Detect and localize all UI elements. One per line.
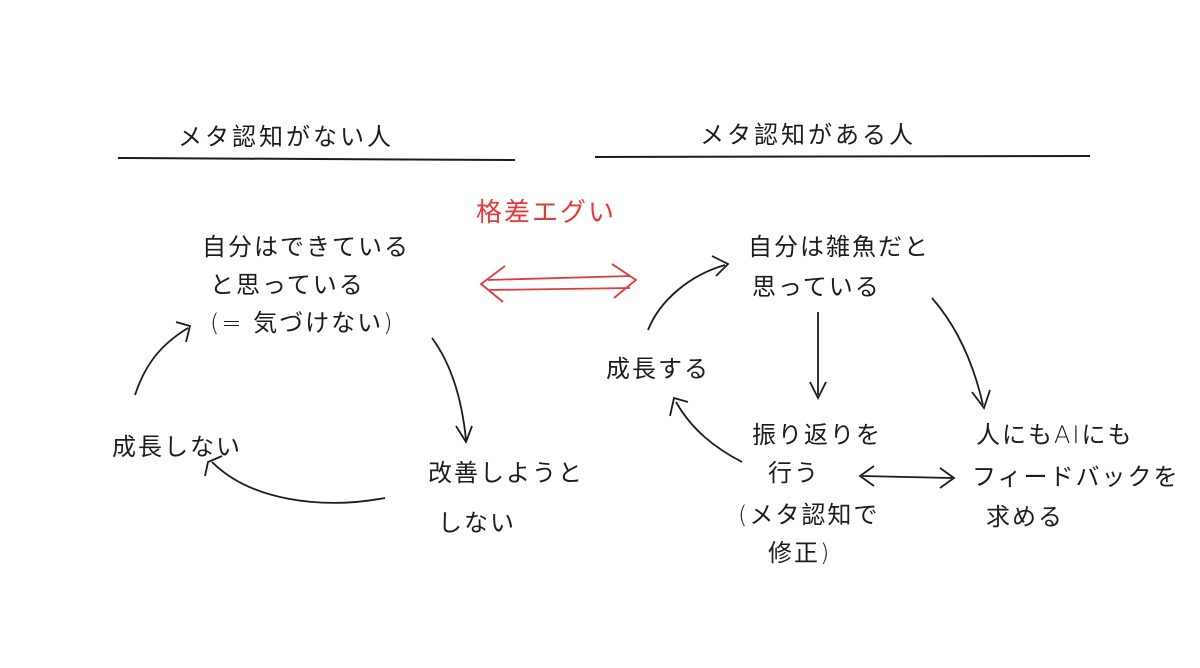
right-growth: 成長する [606, 355, 710, 383]
arrowhead-reflect-side [858, 465, 875, 487]
arrow-belief-to-feedback [931, 297, 984, 406]
arrow-nogrowth-to-belief [134, 327, 189, 396]
gap-label: 格差エグい [476, 198, 617, 228]
arrowhead-belief-right [711, 255, 730, 277]
right-feedback-line2: フィードバックを [972, 463, 1180, 491]
right-feedback-line3: 求める [986, 503, 1064, 531]
arrowhead-growth [669, 396, 689, 417]
right-heading: メタ認知がある人 [700, 121, 916, 149]
right-heading-underline [594, 155, 1091, 158]
gap-arrowhead-right [611, 263, 638, 299]
arrow-growth-to-belief [647, 264, 726, 331]
left-belief-line2: と思っている [210, 271, 365, 299]
right-reflect-line2: 行う [768, 459, 820, 487]
right-feedback-line1: 人にもAIにも [976, 421, 1134, 449]
left-noimprove-line2: しない [438, 509, 516, 537]
right-belief-line1: 自分は雑魚だと [748, 233, 930, 261]
right-reflect-line1: 振り返りを [752, 421, 882, 449]
right-reflect-line3: (メタ認知で [738, 501, 880, 529]
arrowhead-reflect [809, 381, 827, 401]
arrowhead-feedback-side [939, 467, 956, 489]
right-reflect-line4: 修正) [768, 539, 832, 567]
arrow-belief-to-noimprove [431, 337, 467, 441]
arrow-reflect-to-growth [675, 401, 743, 463]
left-belief-line1: 自分はできている [202, 233, 410, 261]
left-noimprove-line1: 改善しようと [428, 459, 584, 487]
arrowhead-noimprove [455, 425, 473, 445]
arrowhead-nogrowth [204, 455, 223, 477]
arrow-reflect-feedback [861, 475, 953, 479]
gap-arrow-line-top [487, 275, 631, 281]
arrowhead-belief-left [175, 321, 192, 343]
gap-arrowhead-left [479, 265, 506, 303]
arrow-noimprove-to-nogrowth [211, 461, 386, 504]
gap-arrow-line-bottom [487, 287, 631, 291]
left-heading-underline [117, 157, 516, 161]
left-belief-line3: (= 気づけない) [210, 309, 395, 337]
right-belief-line2: 思っている [752, 273, 881, 301]
left-nogrowth: 成長しない [112, 433, 242, 461]
left-heading: メタ認知がない人 [178, 123, 394, 151]
arrowhead-feedback [971, 389, 991, 410]
